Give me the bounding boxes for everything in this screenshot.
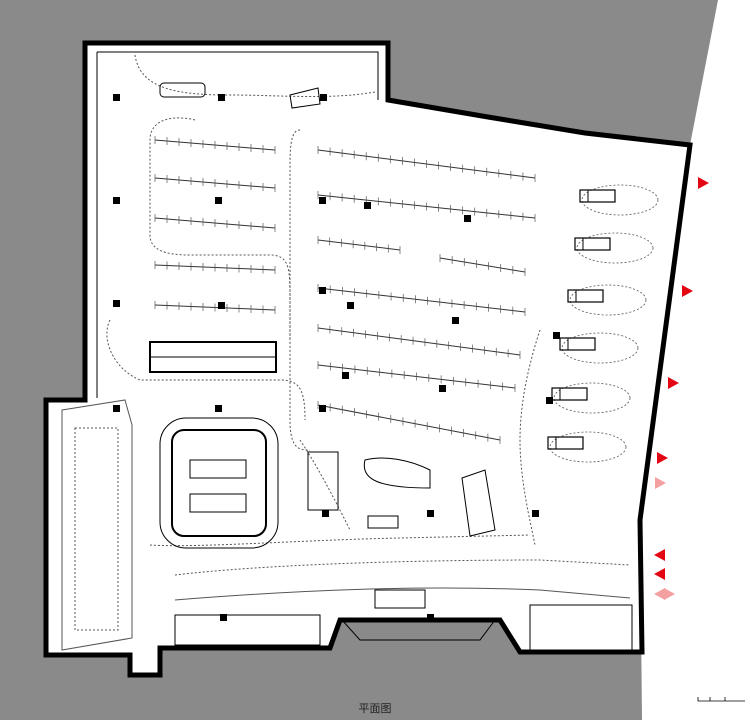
- column: [347, 302, 354, 309]
- column: [364, 202, 371, 209]
- inner-wall: [97, 51, 379, 100]
- column: [546, 397, 553, 404]
- shelter-small: [289, 87, 321, 109]
- column: [452, 317, 459, 324]
- pavilion-2: [461, 469, 496, 537]
- parking-rows: [154, 136, 536, 444]
- column: [215, 405, 222, 412]
- central-island-outer: [159, 417, 279, 549]
- column: [322, 510, 329, 517]
- circulation-path: [134, 54, 376, 98]
- column: [319, 287, 326, 294]
- building-floor: [43, 40, 693, 678]
- scale-bar: [697, 697, 745, 702]
- column: [218, 94, 225, 101]
- ramp-left: [61, 399, 133, 651]
- truck-outline: [567, 289, 604, 303]
- service-block: [529, 604, 633, 651]
- column: [532, 510, 539, 517]
- circulation-path: [289, 129, 311, 451]
- column: [220, 614, 227, 621]
- parking-row-line: [317, 404, 501, 441]
- truck-turning-path: [553, 382, 631, 414]
- column: [215, 197, 222, 204]
- truck-turning-path: [576, 232, 654, 264]
- entrance-arrow-icon: [698, 177, 709, 189]
- shelter: [159, 82, 206, 98]
- island-bed: [189, 493, 247, 513]
- truck-outline: [559, 337, 596, 351]
- plan-caption: 平面图: [358, 702, 392, 715]
- truck-turning-path: [561, 332, 639, 364]
- truck-outline: [547, 436, 584, 450]
- circulation-path: [106, 319, 306, 421]
- truck-outline: [574, 237, 611, 251]
- structural-columns: [113, 94, 560, 621]
- parking-row-line: [439, 257, 526, 273]
- kiosk: [367, 515, 399, 529]
- column: [464, 215, 471, 222]
- entrance-arrow-icon: [654, 568, 665, 580]
- column: [427, 614, 434, 621]
- entrance-arrow-icon: [682, 285, 693, 297]
- truck-turning-path: [549, 431, 627, 463]
- service-block: [341, 619, 496, 641]
- circulation-path: [519, 329, 541, 546]
- column: [113, 405, 120, 412]
- truck-outline: [579, 189, 616, 203]
- column: [427, 510, 434, 517]
- circulation-path: [299, 439, 351, 531]
- column: [342, 372, 349, 379]
- parking-row-line: [317, 327, 521, 356]
- circulation-path: [149, 117, 291, 340]
- column: [218, 302, 225, 309]
- column: [319, 405, 326, 412]
- circulation-path: [149, 534, 531, 547]
- pavilion: [363, 457, 431, 489]
- column: [113, 94, 120, 101]
- entrance-arrow-icon: [654, 549, 665, 561]
- ramp-left-inner: [74, 427, 119, 631]
- loading-bays: [547, 184, 659, 463]
- stair-block: [374, 589, 426, 609]
- circulation-path: [174, 587, 631, 601]
- entrance-arrow-icon: [664, 588, 675, 600]
- parking-row-line: [317, 239, 401, 251]
- circulation-path: [174, 559, 631, 576]
- entrance-arrow-icon: [654, 588, 665, 600]
- entrance-markers: [654, 177, 709, 600]
- entrance-arrow-icon: [655, 477, 666, 489]
- column: [320, 94, 327, 101]
- column: [113, 300, 120, 307]
- entrance-arrow-icon: [657, 452, 668, 464]
- island-bed: [189, 459, 247, 479]
- parking-row-line: [317, 287, 526, 313]
- column: [553, 332, 560, 339]
- truck-turning-path: [581, 184, 659, 216]
- truck-outline: [551, 387, 588, 401]
- column: [319, 197, 326, 204]
- column: [113, 197, 120, 204]
- column: [439, 385, 446, 392]
- truck-turning-path: [569, 284, 647, 316]
- entrance-arrow-icon: [668, 377, 679, 389]
- central-island-inner: [171, 429, 267, 537]
- service-block: [174, 614, 321, 646]
